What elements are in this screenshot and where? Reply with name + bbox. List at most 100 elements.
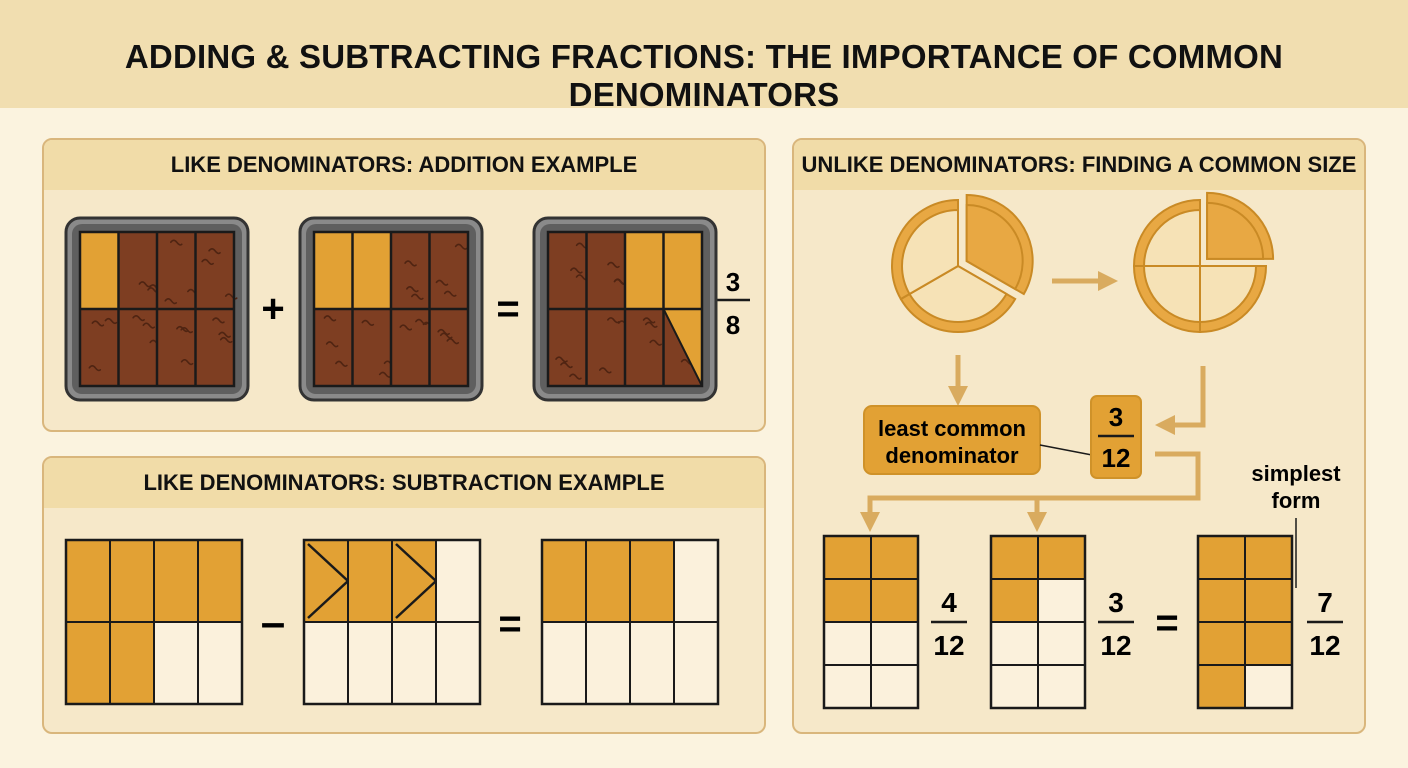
grid-border	[989, 534, 1087, 710]
grid-4-of-12	[822, 534, 920, 710]
shaded-cell	[990, 578, 1039, 623]
brownie-crumb	[104, 317, 118, 325]
empty-cell	[153, 621, 199, 705]
fraction: 412	[931, 587, 967, 661]
brownie-cell	[548, 309, 587, 386]
brownie-crumb	[439, 332, 453, 339]
grid-border	[78, 230, 236, 388]
pie-slice-inner	[1206, 201, 1265, 260]
shaded-cell	[80, 232, 119, 309]
shaded-cell	[1197, 664, 1246, 709]
brownie-crumb	[212, 317, 225, 324]
shaded-cell	[990, 535, 1039, 580]
empty-cell	[585, 621, 631, 705]
shaded-cell	[823, 578, 872, 623]
brownie-crumb	[454, 243, 468, 250]
brownie-crumb	[570, 267, 583, 274]
empty-cell	[823, 621, 872, 666]
shaded-cell	[314, 232, 353, 309]
pie-slice-inner	[908, 264, 1008, 323]
brownie-crumb	[399, 324, 413, 331]
fraction-denominator: 12	[1102, 443, 1131, 473]
grid-3-of-12	[989, 534, 1087, 710]
minus-sign: –	[261, 598, 285, 647]
grid-border	[1196, 534, 1294, 710]
brownie-crumb	[569, 373, 582, 380]
brownie-cell	[391, 309, 430, 386]
simplest-form-line1: simplest	[1251, 461, 1341, 486]
brownie-cell	[429, 232, 468, 309]
brownie-crumb	[406, 286, 419, 293]
pie-slice-inner	[965, 203, 1024, 291]
shaded-cell	[65, 621, 111, 705]
brownie-crumb	[180, 358, 194, 366]
brownie-crumb	[325, 341, 339, 348]
shaded-cell	[1197, 621, 1246, 666]
shaded-cell	[1244, 535, 1293, 580]
fraction: 712	[1307, 587, 1343, 661]
shaded-cell	[391, 539, 437, 623]
empty-cell	[435, 621, 481, 705]
grid-crossed	[302, 538, 482, 706]
brownie-crumb	[180, 327, 194, 334]
panel-header	[794, 140, 1364, 190]
brownie-crumb	[138, 281, 152, 288]
brownie-cell	[195, 232, 234, 309]
empty-cell	[673, 539, 719, 623]
brownie-crumb	[218, 331, 231, 338]
empty-cell	[990, 621, 1039, 666]
brownie-crumb	[555, 356, 568, 363]
shaded-cell	[1197, 535, 1246, 580]
brownie-crumb	[644, 321, 658, 328]
simplest-form-line2: form	[1272, 488, 1321, 513]
empty-cell	[347, 621, 393, 705]
brownie-cell	[429, 309, 468, 386]
pie-quarters	[1132, 191, 1275, 334]
shaded-cell	[197, 539, 243, 623]
lcd-label-line2: denominator	[885, 443, 1019, 468]
panel-title-addition: LIKE DENOMINATORS: ADDITION EXAMPLE	[170, 152, 638, 177]
grid-6-of-8	[64, 538, 244, 706]
grid-border	[822, 534, 920, 710]
brownie-cell	[157, 232, 196, 309]
empty-cell	[870, 664, 919, 709]
fraction-numerator: 3	[1109, 402, 1123, 432]
empty-cell	[1037, 578, 1086, 623]
shaded-cell	[1244, 578, 1293, 623]
shaded-cell	[870, 578, 919, 623]
pie-slice-inner	[901, 208, 959, 296]
empty-cell	[541, 621, 587, 705]
brownie-cell	[118, 232, 157, 309]
empty-cell	[823, 664, 872, 709]
empty-cell	[391, 621, 437, 705]
empty-cell	[435, 539, 481, 623]
brownie-cell	[118, 309, 157, 386]
equals-sign: =	[496, 287, 519, 331]
lcd-label-line1: least common	[878, 416, 1026, 441]
arrow-icon	[1155, 366, 1206, 435]
brownie-crumb	[88, 365, 102, 372]
brownie-crumb	[361, 319, 375, 327]
brownie-crumb	[437, 328, 450, 336]
empty-cell	[1244, 664, 1293, 709]
empty-cell	[870, 621, 919, 666]
shaded-cell	[823, 535, 872, 580]
brownie-crumb	[132, 314, 145, 322]
equals-sign: =	[1155, 601, 1178, 645]
grid-border	[64, 538, 244, 706]
brownie-crumb	[404, 260, 417, 267]
shaded-cell	[870, 535, 919, 580]
brownie-crumb	[378, 371, 392, 378]
brownie-crumb	[164, 298, 178, 305]
empty-cell	[990, 664, 1039, 709]
shaded-cell	[1197, 578, 1246, 623]
pie-slice-inner	[1142, 208, 1201, 267]
brownie-crumb	[208, 247, 221, 255]
shaded-cell	[663, 232, 702, 309]
brownie-pan-1-of-8	[64, 216, 250, 402]
grid-border	[312, 230, 470, 388]
shaded-cell	[1244, 621, 1293, 666]
grid-border	[302, 538, 482, 706]
fraction-denominator: 12	[1100, 630, 1131, 661]
